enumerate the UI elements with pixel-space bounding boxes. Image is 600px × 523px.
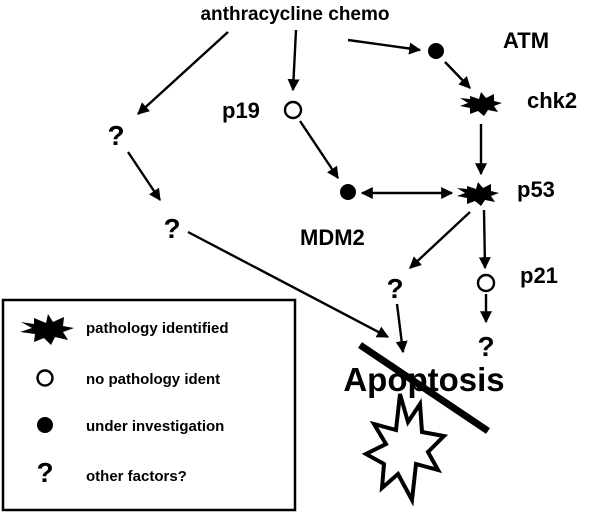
legend-label-other-factors: other factors? (86, 468, 187, 485)
arrow-chemo-to-p19 (287, 29, 300, 92)
legend-question-mark-icon: ? (36, 457, 53, 488)
arrow-p53-to-middle-question (409, 211, 471, 269)
p21-open-circle-icon (476, 273, 496, 293)
apoptosis-label: Apoptosis (343, 361, 504, 398)
p53-starburst-icon (457, 182, 499, 206)
anthracycline-chemo-label: anthracycline chemo (200, 4, 389, 25)
atm-filled-circle-icon (428, 43, 444, 59)
chk2-starburst-icon (460, 92, 502, 116)
arrow-left-question-to-lower-question (127, 151, 161, 201)
p19-label: p19 (222, 98, 260, 123)
left-lower-question-mark: ? (163, 213, 180, 244)
legend-label-under-investigation: under investigation (86, 418, 224, 435)
p19-open-circle-icon (283, 100, 303, 120)
apoptosis-strikethrough-line (358, 342, 490, 434)
atm-label: ATM (503, 28, 549, 53)
arrow-middle-question-to-apoptosis (395, 303, 408, 354)
legend-open-circle-icon (36, 369, 54, 387)
chk2-label: chk2 (527, 88, 577, 113)
middle-question-mark: ? (386, 273, 403, 304)
p53-label: p53 (517, 177, 555, 202)
arrow-atm-to-chk2 (444, 61, 471, 89)
arrow-chemo-to-atm (347, 38, 422, 55)
right-question-mark: ? (477, 331, 494, 362)
left-upper-question-mark: ? (107, 120, 124, 151)
mdm2-filled-circle-icon (340, 184, 356, 200)
arrow-chemo-to-left-question (137, 31, 229, 115)
legend-starburst-icon (20, 314, 74, 345)
legend-label-no-pathology: no pathology ident (86, 371, 220, 388)
apoptosis-burst-icon (361, 393, 449, 507)
arrow-lower-question-to-apoptosis (187, 230, 390, 339)
arrow-p19-to-mdm2 (299, 120, 339, 179)
legend-box (1, 298, 297, 512)
p21-label: p21 (520, 263, 558, 288)
mdm2-label: MDM2 (300, 225, 365, 250)
legend-filled-circle-icon (37, 417, 53, 433)
arrow-p53-to-p21 (478, 209, 491, 270)
legend-label-pathology-identified: pathology identified (86, 320, 229, 337)
